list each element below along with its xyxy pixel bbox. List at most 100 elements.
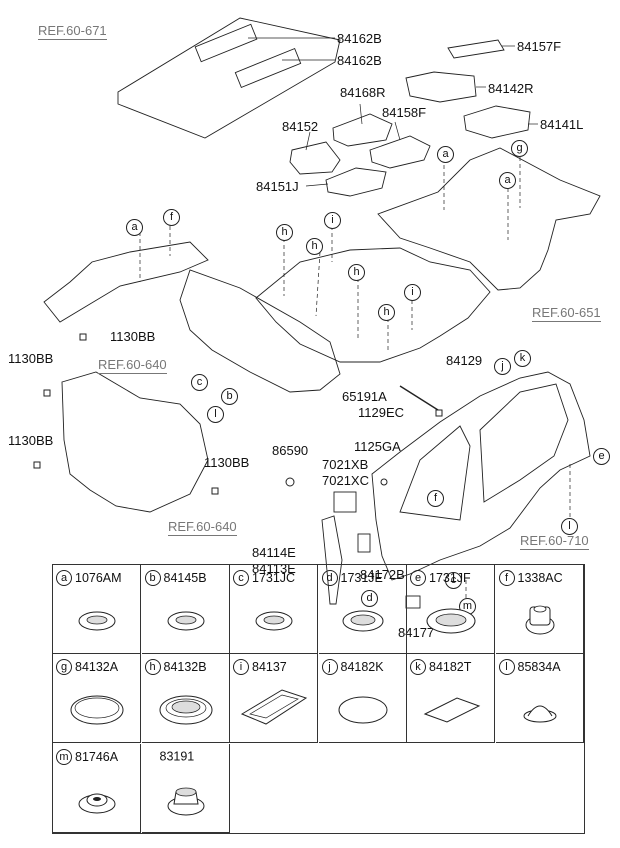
pad-84152 [289, 141, 341, 175]
ref-side[interactable]: REF.60-710 [520, 533, 589, 550]
legend-part-number[interactable]: 1338AC [517, 571, 563, 585]
label-7021xc: 7021XC [322, 473, 369, 488]
callout-f[interactable]: f [163, 209, 180, 226]
bolt-1129ec [435, 409, 443, 417]
roof-pad-2 [234, 48, 302, 88]
front-panel [61, 371, 209, 513]
callout-a[interactable]: a [126, 219, 143, 236]
legend-part-number[interactable]: 84132B [163, 660, 207, 675]
dash-insulator [179, 269, 341, 393]
legend-part-number[interactable]: 85834A [517, 660, 561, 675]
callout-h[interactable]: h [348, 264, 365, 281]
label-84162b-2: 84162B [337, 53, 382, 68]
label-7021xb: 7021XB [322, 457, 369, 472]
legend-cell-1731je: d 1731JE [318, 565, 407, 654]
bolt-1130bb-top [79, 333, 87, 341]
grommet-medium-icon [342, 610, 383, 632]
callout-j[interactable]: j [494, 358, 511, 375]
legend-letter: i [233, 659, 249, 676]
label-84151j: 84151J [256, 179, 299, 194]
label-1129ec: 1129EC [358, 405, 405, 420]
callout-b[interactable]: b [221, 388, 238, 405]
legend-part-number[interactable]: 1731JC [252, 571, 296, 585]
legend-part-number[interactable]: 84182T [429, 660, 472, 675]
ref-front[interactable]: REF.60-640 [168, 519, 237, 536]
legend-letter: a [56, 570, 72, 586]
label-84177: 84177 [398, 625, 435, 640]
callout-d[interactable]: d [361, 590, 378, 607]
callout-e[interactable]: e [593, 448, 610, 465]
callout-k[interactable]: k [514, 350, 531, 367]
callout-h[interactable]: h [378, 304, 395, 321]
legend-letter: l [498, 659, 515, 676]
cap-dome-icon [523, 705, 556, 723]
callout-a[interactable]: a [437, 146, 454, 163]
cowl-insulator [43, 241, 209, 323]
callout-i[interactable]: i [404, 284, 421, 301]
legend-part-number[interactable]: 84182K [340, 660, 384, 675]
legend-part-number[interactable]: 83191 [159, 749, 195, 764]
pad-84141l [463, 105, 531, 139]
seal-rect-icon [240, 689, 308, 725]
label-84162b-1: 84162B [337, 31, 382, 46]
legend-letter: j [321, 659, 338, 676]
callout-l[interactable]: l [561, 518, 578, 535]
legend-letter: m [56, 748, 72, 765]
callout-c[interactable]: c [445, 572, 462, 589]
legend-part-number[interactable]: 1731JE [340, 571, 383, 585]
legend-part-number[interactable]: 84137 [252, 660, 287, 675]
side-window-rear [479, 383, 569, 503]
callout-h[interactable]: h [276, 224, 293, 241]
label-86590: 86590 [272, 443, 309, 458]
nut-icon [525, 605, 554, 635]
callout-h[interactable]: h [306, 238, 323, 255]
grommet-small-icon [255, 611, 293, 631]
callout-l[interactable]: l [207, 406, 224, 423]
plug-ribbed-icon [159, 695, 212, 725]
callout-a[interactable]: a [499, 172, 516, 189]
label-84129: 84129 [446, 353, 483, 368]
ref-roof[interactable]: REF.60-671 [38, 23, 107, 40]
roof-pad-1 [194, 23, 258, 63]
rear-floor-carpet [377, 147, 601, 291]
bolt-1130bb-lower [33, 461, 41, 469]
legend-part-number[interactable]: 1731JF [429, 571, 471, 585]
ref-floor[interactable]: REF.60-651 [532, 305, 601, 322]
grommet-small-icon [167, 611, 204, 631]
callout-g[interactable]: g [511, 140, 528, 157]
clip-86590 [285, 477, 295, 487]
label-84152: 84152 [282, 119, 319, 134]
roof-panel [117, 17, 341, 139]
label-84141l: 84141L [540, 117, 584, 132]
legend-part-number[interactable]: 84132A [75, 660, 119, 675]
callout-i[interactable]: i [324, 212, 341, 229]
callout-c[interactable]: c [191, 374, 208, 391]
label-84113e: 84113E [252, 561, 296, 576]
ref-dash[interactable]: REF.60-640 [98, 357, 167, 374]
legend-part-number[interactable]: 84145B [163, 571, 207, 585]
callout-f[interactable]: f [427, 490, 444, 507]
legend-part-number[interactable]: 81746A [75, 749, 119, 764]
legend-part-number[interactable]: 1076AM [75, 571, 122, 585]
label-1130bb-3: 1130BB [8, 433, 54, 448]
